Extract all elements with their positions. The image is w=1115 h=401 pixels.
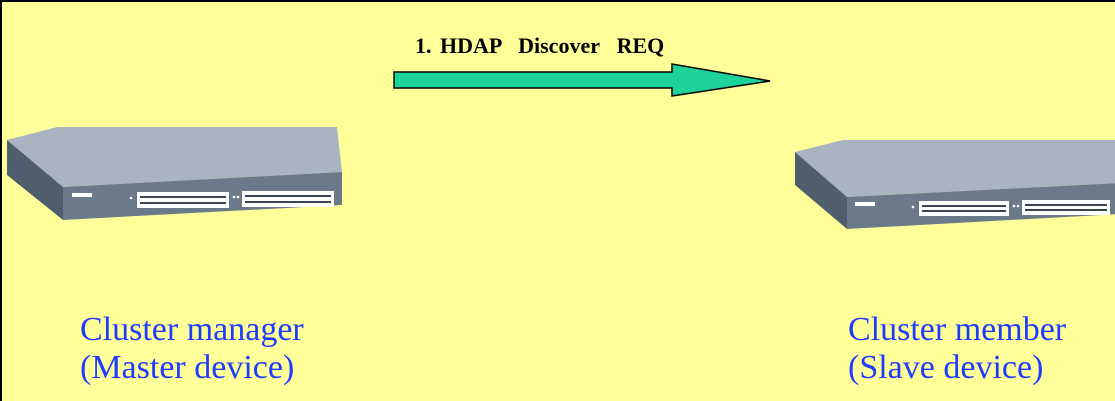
master-caption-line1: Cluster manager [80, 311, 304, 348]
slave-caption-line1: Cluster member [848, 311, 1067, 348]
discover-request-label: 1. HDAP Discover REQ [415, 33, 665, 58]
slave-switch-icon [795, 140, 1115, 229]
arrow-shape [393, 63, 771, 97]
master-switch-icon [7, 127, 342, 220]
slave-device-caption: Cluster member (Slave device) [848, 311, 1066, 387]
discover-request-arrow [393, 63, 771, 97]
master-device-caption: Cluster manager (Master device) [80, 311, 304, 387]
slave-caption-line2: (Slave device) [848, 349, 1044, 386]
master-caption-line2: (Master device) [80, 349, 295, 386]
